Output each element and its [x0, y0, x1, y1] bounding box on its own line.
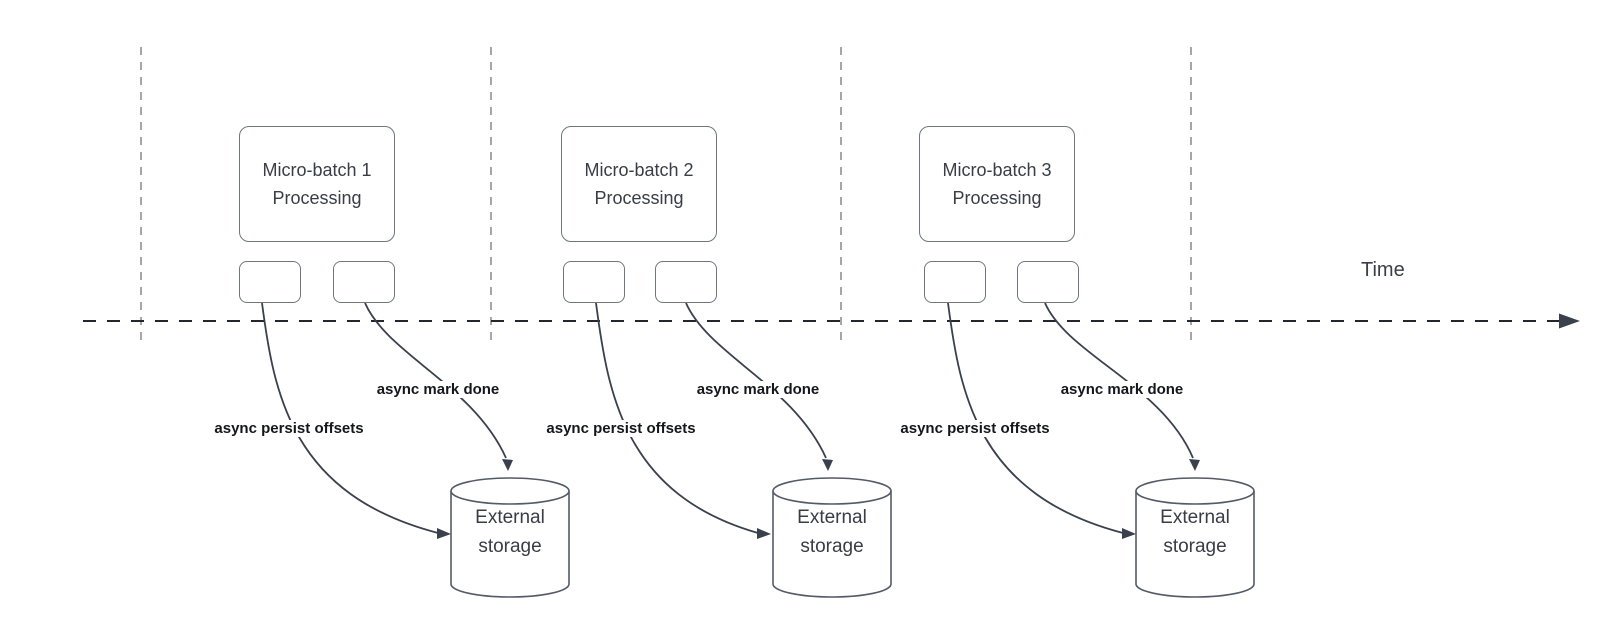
mark-done-task-box-2	[655, 261, 717, 303]
time-axis-arrowhead-icon	[1559, 313, 1580, 329]
mark-done-label-1: async mark done	[374, 381, 502, 398]
time-axis-label: Time	[1361, 259, 1405, 281]
persist-offsets-arrowhead-2-icon	[757, 528, 771, 539]
mark-done-arrow-3	[1044, 302, 1194, 459]
persist-offsets-arrowhead-1-icon	[437, 528, 451, 539]
external-storage-label-1: External storage	[475, 507, 545, 557]
micro-batch-1-box: Micro-batch 1 Processing	[239, 126, 395, 242]
persist-offsets-arrow-1	[261, 302, 439, 534]
persist-offsets-arrowhead-3-icon	[1122, 528, 1136, 539]
micro-batch-2-box: Micro-batch 2 Processing	[561, 126, 717, 242]
persist-task-box-3	[924, 261, 986, 303]
persist-task-box-1	[239, 261, 301, 303]
persist-offsets-arrow-3	[947, 302, 1124, 534]
mark-done-arrow-2	[685, 302, 827, 459]
mark-done-label-3: async mark done	[1058, 381, 1186, 398]
mark-done-task-box-1	[333, 261, 395, 303]
mark-done-arrow-1	[364, 302, 507, 459]
persist-offsets-label-3: async persist offsets	[898, 420, 1052, 437]
mark-done-arrowhead-2-icon	[822, 459, 833, 471]
persist-task-box-2	[563, 261, 625, 303]
persist-offsets-label-1: async persist offsets	[212, 420, 366, 437]
external-storage-cylinder-1	[450, 477, 570, 598]
external-storage-cylinder-2	[772, 477, 892, 598]
persist-offsets-label-2: async persist offsets	[544, 420, 698, 437]
external-storage-label-3: External storage	[1160, 507, 1230, 557]
mark-done-arrowhead-3-icon	[1189, 459, 1200, 471]
external-storage-cylinder-3	[1135, 477, 1255, 598]
mark-done-task-box-3	[1017, 261, 1079, 303]
micro-batch-3-box: Micro-batch 3 Processing	[919, 126, 1075, 242]
persist-offsets-arrow-2	[595, 302, 759, 534]
external-storage-label-2: External storage	[797, 507, 867, 557]
mark-done-label-2: async mark done	[694, 381, 822, 398]
mark-done-arrowhead-1-icon	[502, 459, 513, 471]
